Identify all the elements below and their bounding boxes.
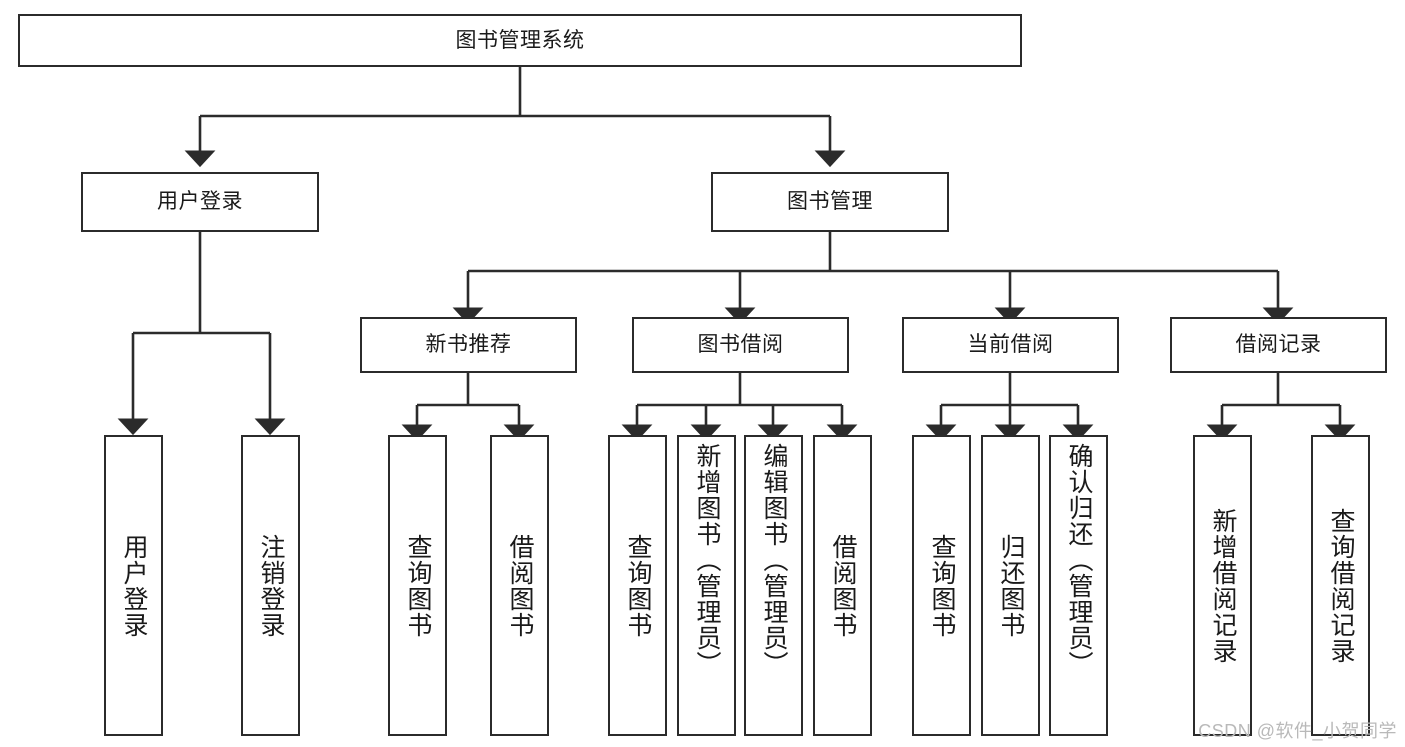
leaf-borrow-book-recommend[interactable]: 借阅图书: [490, 435, 549, 736]
node-label: 确认归还（管理员）: [1065, 443, 1093, 677]
node-label: 归还图书: [997, 533, 1025, 638]
node-label: 新增借阅记录: [1209, 507, 1237, 664]
node-label: 当前借阅: [967, 333, 1054, 357]
node-label: 借阅记录: [1235, 333, 1322, 357]
leaf-query-book-recommend[interactable]: 查询图书: [388, 435, 447, 736]
node-book-management[interactable]: 图书管理: [711, 172, 949, 232]
node-label: 注销登录: [257, 533, 285, 638]
node-label: 新书推荐: [425, 333, 512, 357]
leaf-query-book-borrow[interactable]: 查询图书: [608, 435, 667, 736]
node-label: 图书管理: [787, 190, 873, 214]
leaf-query-borrow-record[interactable]: 查询借阅记录: [1311, 435, 1370, 736]
node-label: 借阅图书: [506, 533, 534, 638]
node-user-login[interactable]: 用户登录: [81, 172, 319, 232]
node-label: 新增图书（管理员）: [693, 443, 721, 677]
leaf-add-borrow-record[interactable]: 新增借阅记录: [1193, 435, 1252, 736]
node-label: 查询图书: [404, 533, 432, 638]
leaf-return-book[interactable]: 归还图书: [981, 435, 1040, 736]
node-label: 编辑图书（管理员）: [760, 443, 788, 677]
node-label: 用户登录: [120, 533, 148, 638]
node-label: 查询借阅记录: [1327, 507, 1355, 664]
node-root-system[interactable]: 图书管理系统: [18, 14, 1022, 67]
node-current-borrow[interactable]: 当前借阅: [902, 317, 1119, 373]
node-label: 用户登录: [157, 190, 243, 214]
leaf-user-login[interactable]: 用户登录: [104, 435, 163, 736]
node-borrow-record[interactable]: 借阅记录: [1170, 317, 1387, 373]
leaf-logout[interactable]: 注销登录: [241, 435, 300, 736]
watermark: CSDN @软件_小贺同学: [1198, 721, 1397, 741]
leaf-confirm-return-admin[interactable]: 确认归还（管理员）: [1049, 435, 1108, 736]
leaf-borrow-book[interactable]: 借阅图书: [813, 435, 872, 736]
node-label: 查询图书: [928, 533, 956, 638]
leaf-edit-book-admin[interactable]: 编辑图书（管理员）: [744, 435, 803, 736]
node-book-borrow[interactable]: 图书借阅: [632, 317, 849, 373]
node-label: 图书管理系统: [455, 28, 585, 52]
leaf-query-book-current[interactable]: 查询图书: [912, 435, 971, 736]
node-label: 图书借阅: [697, 333, 784, 357]
node-label: 借阅图书: [829, 533, 857, 638]
node-new-book-recommend[interactable]: 新书推荐: [360, 317, 577, 373]
leaf-add-book-admin[interactable]: 新增图书（管理员）: [677, 435, 736, 736]
node-label: 查询图书: [624, 533, 652, 638]
